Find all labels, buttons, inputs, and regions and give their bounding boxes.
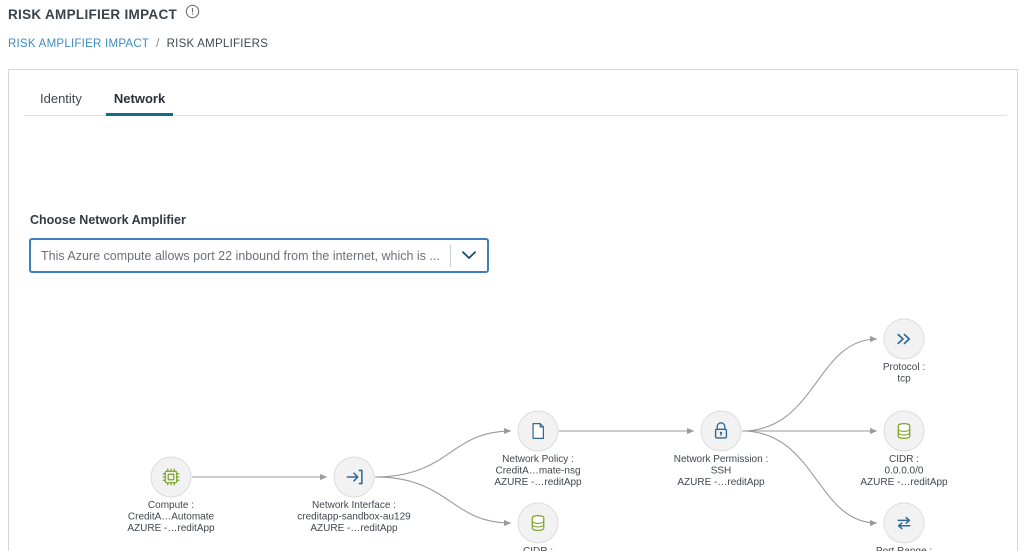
breadcrumb-separator: / (156, 38, 160, 50)
breadcrumb-current-risk-amplifiers: RISK AMPLIFIERS (166, 38, 269, 50)
graph-edge-network-permission-to-port-range (741, 430, 878, 527)
page-title: RISK AMPLIFIER IMPACT (8, 6, 178, 22)
node-circle[interactable] (700, 410, 742, 452)
graph-node-cidr-left[interactable]: CIDR :CreditA…omate-ipAZURE -…reditApp (494, 502, 582, 551)
tab-bar: Identity Network (24, 80, 1007, 116)
login-arrow-icon (346, 469, 363, 485)
graph-node-protocol[interactable]: Protocol :tcp (883, 318, 925, 385)
chevron-down-icon[interactable] (451, 251, 487, 260)
exchange-arrows-icon (897, 516, 911, 530)
network-amplifier-select[interactable]: This Azure compute allows port 22 inboun… (29, 238, 489, 273)
node-label-cidr-left: CIDR :CreditA…omate-ipAZURE -…reditApp (494, 546, 582, 551)
main-panel: Identity Network Choose Network Amplifie… (8, 69, 1018, 551)
choose-network-amplifier-label: Choose Network Amplifier (30, 213, 186, 227)
node-circle[interactable] (883, 318, 925, 360)
graph-edge-network-permission-to-protocol (741, 335, 878, 432)
node-label-port-range: Port Range :22 (876, 546, 932, 551)
node-label-protocol: Protocol :tcp (883, 362, 925, 385)
tab-identity[interactable]: Identity (40, 91, 82, 106)
node-circle[interactable] (150, 456, 192, 498)
lock-icon (714, 422, 728, 439)
tab-network[interactable]: Network (98, 85, 181, 116)
graph-edge-network-interface-to-network-policy (374, 427, 512, 478)
document-icon (532, 423, 545, 439)
breadcrumb: RISK AMPLIFIER IMPACT / RISK AMPLIFIERS (8, 38, 268, 50)
network-amplifier-selected-value: This Azure compute allows port 22 inboun… (41, 248, 440, 263)
info-circle-icon[interactable] (185, 4, 200, 24)
breadcrumb-link-risk-amplifier-impact[interactable]: RISK AMPLIFIER IMPACT (8, 38, 150, 50)
database-icon (897, 423, 911, 439)
graph-edge-network-interface-to-cidr-left (374, 476, 512, 527)
node-label-network-interface: Network Interface :creditapp-sandbox-au1… (297, 500, 411, 534)
select-divider (450, 244, 451, 267)
graph-edges (192, 335, 878, 527)
double-chevron-icon (897, 333, 911, 345)
database-icon (531, 515, 545, 531)
graph-node-network-interface[interactable]: Network Interface :creditapp-sandbox-au1… (297, 456, 411, 534)
graph-node-port-range[interactable]: Port Range :22 (876, 502, 932, 551)
node-circle[interactable] (883, 502, 925, 544)
cpu-chip-icon (162, 468, 180, 486)
page-header: RISK AMPLIFIER IMPACT (8, 4, 200, 24)
